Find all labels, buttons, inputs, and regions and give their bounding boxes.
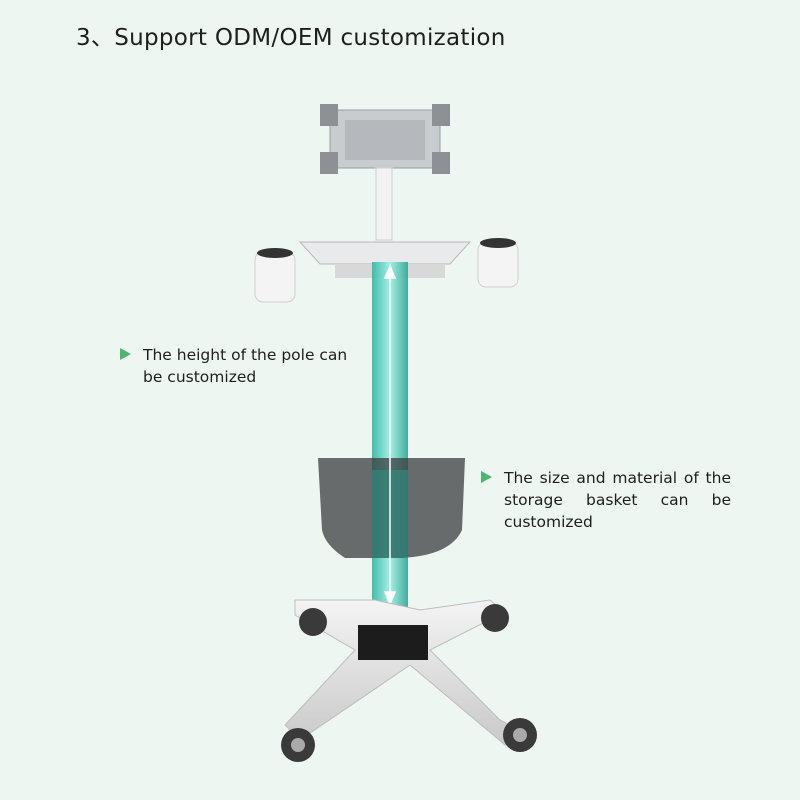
storage-basket bbox=[318, 458, 465, 558]
probe-holder-left bbox=[254, 248, 296, 303]
note-text: The height of the pole can be customized bbox=[143, 346, 348, 386]
height-arrow-icon bbox=[383, 264, 397, 606]
wheeled-base bbox=[281, 599, 537, 762]
tablet-holder bbox=[320, 104, 450, 174]
upper-pole bbox=[375, 167, 393, 241]
probe-holder-right bbox=[477, 238, 519, 288]
triangle-bullet-icon bbox=[481, 471, 492, 483]
page-title: 3、Support ODM/OEM customization bbox=[76, 25, 506, 51]
pole-height-note: The height of the pole can be customized bbox=[120, 344, 360, 388]
note-text: The size and material of the storage bas… bbox=[504, 469, 731, 531]
tray bbox=[298, 241, 472, 265]
basket-note: The size and material of the storage bas… bbox=[481, 467, 731, 533]
triangle-bullet-icon bbox=[120, 348, 131, 360]
